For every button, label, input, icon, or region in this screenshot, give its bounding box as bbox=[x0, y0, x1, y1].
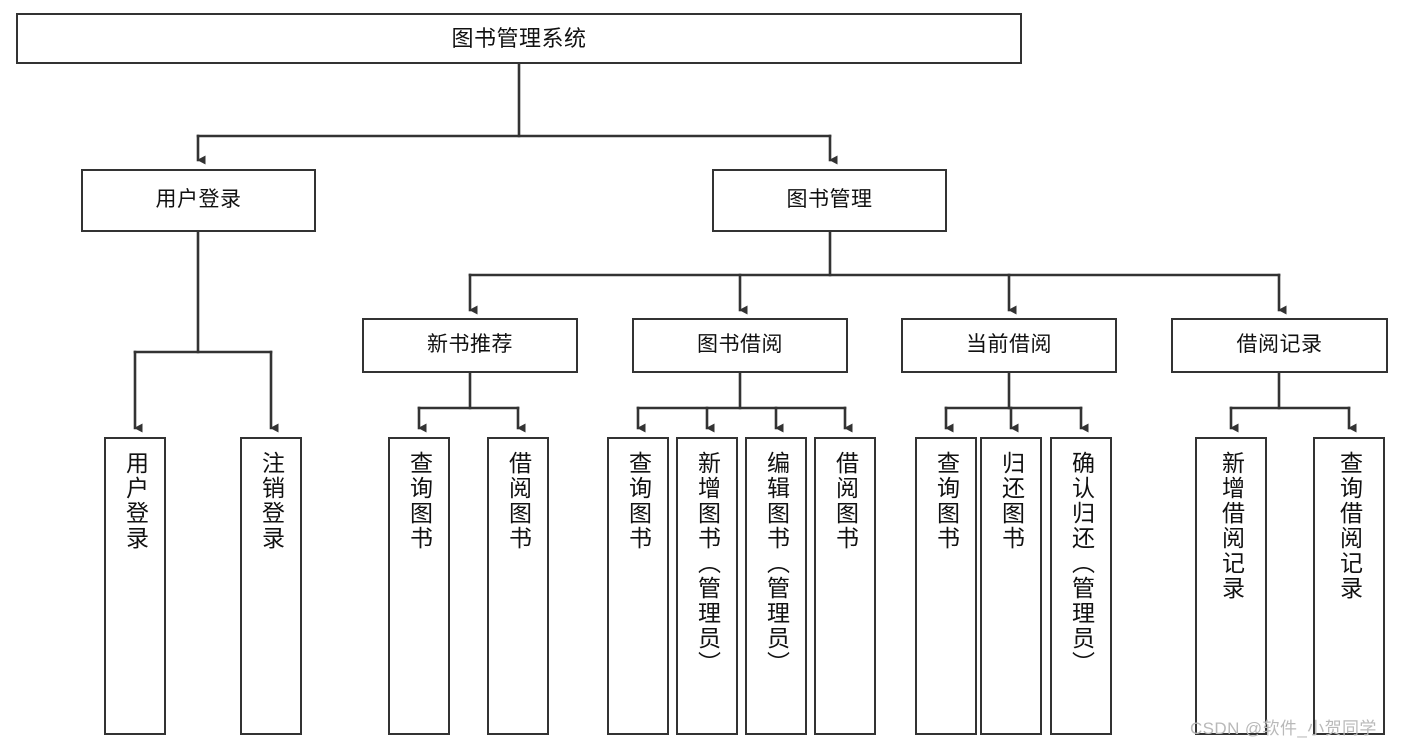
node-root-book-management-system[interactable]: 图书管理系统 bbox=[16, 13, 1022, 64]
leaf-user-login-login[interactable]: 用户登录 bbox=[104, 437, 166, 735]
leaf-user-login-logout[interactable]: 注销登录 bbox=[240, 437, 302, 735]
node-new-book-recommend[interactable]: 新书推荐 bbox=[362, 318, 578, 373]
node-label: 查询图书 bbox=[933, 451, 960, 551]
node-user-login[interactable]: 用户登录 bbox=[81, 169, 316, 232]
node-book-borrow[interactable]: 图书借阅 bbox=[632, 318, 848, 373]
leaf-borrow-edit-book-admin[interactable]: 编辑图书（管理员） bbox=[745, 437, 807, 735]
node-label: 借阅图书 bbox=[505, 451, 532, 551]
node-label: 图书借阅 bbox=[697, 333, 783, 357]
node-label: 查询图书 bbox=[406, 451, 433, 551]
leaf-borrow-borrow-book[interactable]: 借阅图书 bbox=[814, 437, 876, 735]
node-current-borrow[interactable]: 当前借阅 bbox=[901, 318, 1117, 373]
node-label: 查询借阅记录 bbox=[1336, 451, 1363, 601]
node-label: 当前借阅 bbox=[966, 333, 1052, 357]
node-label: 注销登录 bbox=[258, 451, 285, 551]
node-label: 查询图书 bbox=[625, 451, 652, 551]
node-label: 新增图书（管理员） bbox=[694, 451, 721, 676]
leaf-recommend-query-book[interactable]: 查询图书 bbox=[388, 437, 450, 735]
node-label: 新增借阅记录 bbox=[1218, 451, 1245, 601]
node-label: 确认归还（管理员） bbox=[1068, 451, 1095, 676]
leaf-borrow-add-book-admin[interactable]: 新增图书（管理员） bbox=[676, 437, 738, 735]
node-label: 图书管理系统 bbox=[451, 25, 587, 51]
node-borrow-record[interactable]: 借阅记录 bbox=[1171, 318, 1388, 373]
node-label: 用户登录 bbox=[155, 188, 242, 212]
node-book-management[interactable]: 图书管理 bbox=[712, 169, 947, 232]
leaf-record-add-borrow-record[interactable]: 新增借阅记录 bbox=[1195, 437, 1267, 735]
node-label: 编辑图书（管理员） bbox=[763, 451, 790, 676]
csdn-watermark: CSDN @软件_小贺同学 bbox=[1190, 719, 1377, 738]
leaf-current-query-book[interactable]: 查询图书 bbox=[915, 437, 977, 735]
leaf-current-confirm-return-admin[interactable]: 确认归还（管理员） bbox=[1050, 437, 1112, 735]
node-label: 新书推荐 bbox=[427, 333, 513, 357]
leaf-current-return-book[interactable]: 归还图书 bbox=[980, 437, 1042, 735]
node-label: 归还图书 bbox=[998, 451, 1025, 551]
node-label: 图书管理 bbox=[786, 188, 873, 212]
node-label: 借阅记录 bbox=[1236, 333, 1323, 357]
leaf-record-query-borrow-record[interactable]: 查询借阅记录 bbox=[1313, 437, 1385, 735]
leaf-borrow-query-book[interactable]: 查询图书 bbox=[607, 437, 669, 735]
node-label: 借阅图书 bbox=[832, 451, 859, 551]
node-label: 用户登录 bbox=[122, 451, 149, 551]
leaf-recommend-borrow-book[interactable]: 借阅图书 bbox=[487, 437, 549, 735]
